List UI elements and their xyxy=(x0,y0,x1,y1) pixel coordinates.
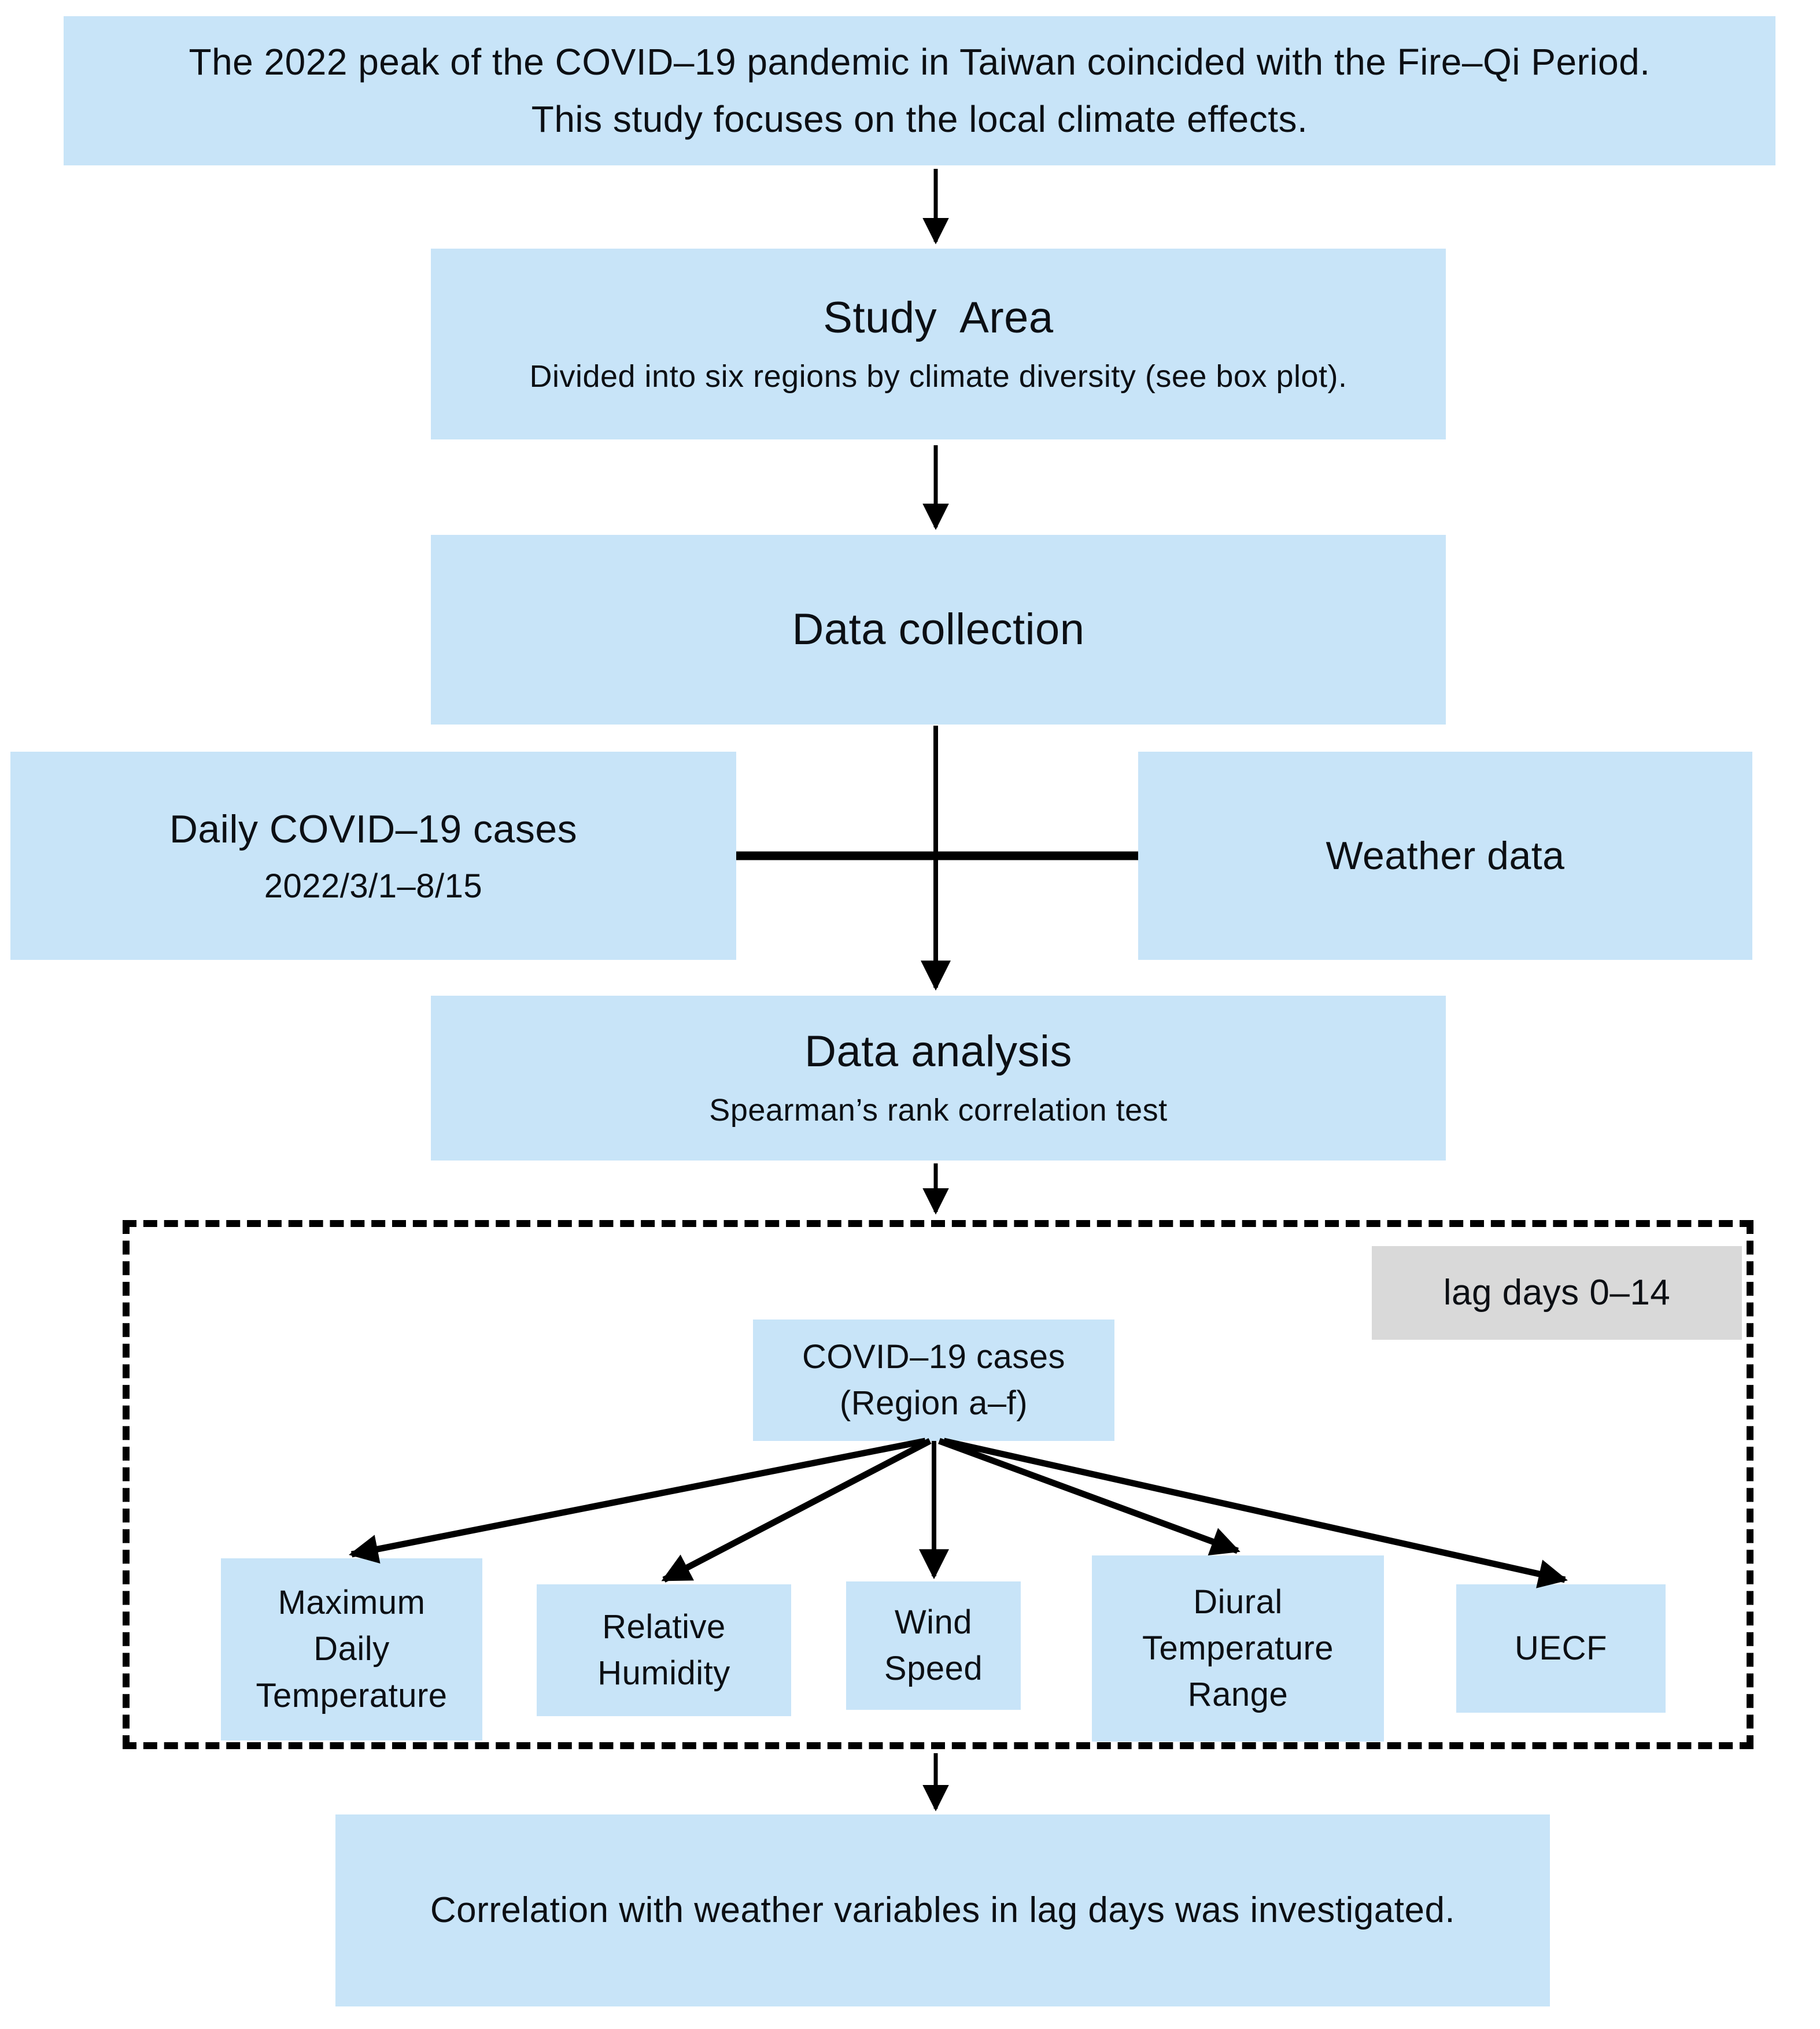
intro-line1: The 2022 peak of the COVID–19 pandemic i… xyxy=(189,40,1651,83)
daily-cases-title: Daily COVID–19 cases xyxy=(169,807,578,852)
variable-label: UECF xyxy=(1515,1629,1607,1667)
daily-cases-subtitle: 2022/3/1–8/15 xyxy=(264,867,483,905)
node-covid-cases-region: COVID–19 cases (Region a–f) xyxy=(753,1320,1114,1441)
data-collection-title: Data collection xyxy=(792,604,1085,654)
node-variable-diural-temperature-range: Diural Temperature Range xyxy=(1092,1555,1384,1742)
node-lag-days-tag: lag days 0–14 xyxy=(1372,1246,1742,1340)
conclusion-title: Correlation with weather variables in la… xyxy=(430,1890,1456,1930)
node-weather-data: Weather data xyxy=(1138,752,1752,960)
node-variable-wind-speed: Wind Speed xyxy=(846,1581,1021,1710)
node-daily-cases: Daily COVID–19 cases 2022/3/1–8/15 xyxy=(10,752,736,960)
node-variable-uecf: UECF xyxy=(1456,1584,1666,1713)
node-data-collection: Data collection xyxy=(431,535,1446,725)
variable-label: Diural Temperature Range xyxy=(1142,1583,1334,1714)
covid-region-line2: (Region a–f) xyxy=(839,1384,1028,1422)
node-variable-max-daily-temperature: Maximum Daily Temperature xyxy=(221,1558,482,1740)
lag-days-label: lag days 0–14 xyxy=(1443,1272,1671,1313)
node-intro: The 2022 peak of the COVID–19 pandemic i… xyxy=(64,16,1775,165)
node-conclusion: Correlation with weather variables in la… xyxy=(335,1814,1550,2006)
covid-region-line1: COVID–19 cases xyxy=(802,1337,1066,1376)
data-analysis-title: Data analysis xyxy=(804,1027,1072,1077)
node-study-area: Study Area Divided into six regions by c… xyxy=(431,249,1446,439)
intro-line2: This study focuses on the local climate … xyxy=(531,98,1308,140)
study-area-subtitle: Divided into six regions by climate dive… xyxy=(529,359,1348,394)
lag-analysis-dashed-container xyxy=(123,1220,1753,1749)
node-variable-relative-humidity: Relative Humidity xyxy=(537,1584,791,1716)
weather-data-title: Weather data xyxy=(1326,833,1565,878)
variable-label: Wind Speed xyxy=(884,1603,983,1687)
data-analysis-subtitle: Spearman’s rank correlation test xyxy=(709,1093,1168,1128)
variable-label: Relative Humidity xyxy=(597,1607,730,1692)
study-area-title: Study Area xyxy=(823,293,1054,342)
node-data-analysis: Data analysis Spearman’s rank correlatio… xyxy=(431,996,1446,1161)
variable-label: Maximum Daily Temperature xyxy=(256,1584,448,1714)
